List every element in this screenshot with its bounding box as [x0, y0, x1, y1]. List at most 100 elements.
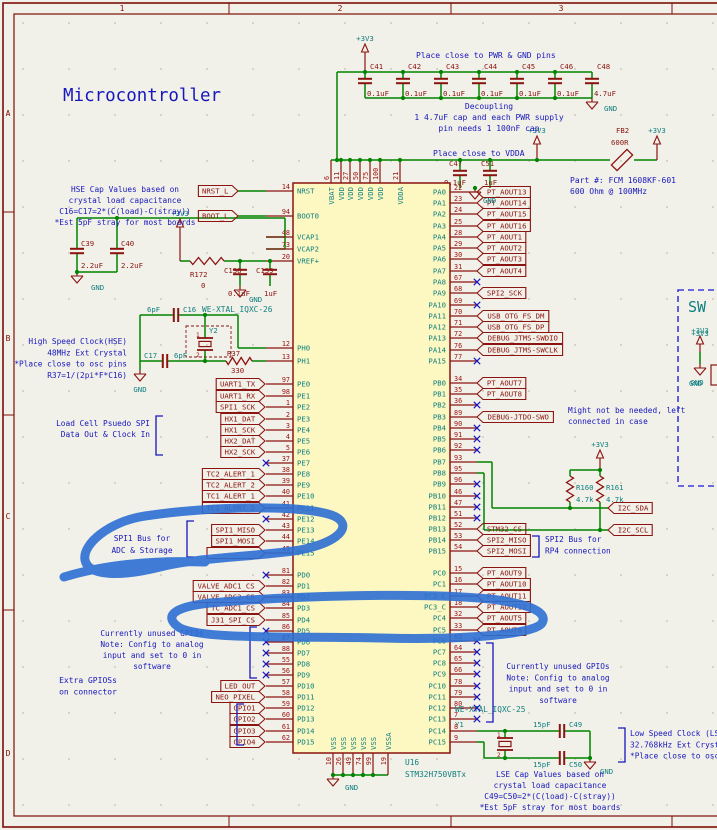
hier-label-PT_AOUT2[interactable]: PT_AOUT2 [476, 241, 527, 255]
ic-body-U16[interactable] [292, 182, 451, 754]
hier-label-HX1_DAT[interactable]: HX1_DAT [220, 412, 266, 426]
hier-label-PT_AOUT10[interactable]: PT_AOUT10 [476, 577, 531, 591]
hier-label-USB_OTG_FS_DM[interactable]: USB_OTG_FS_DM [476, 309, 550, 323]
hier-label-SPI1_MOSI[interactable]: SPI1_MOSI [211, 534, 266, 548]
power-symbols-layer[interactable]: +3V3+3V3+3V3+3V3+3V3+3V3GNDGNDGNDGNDGNDG… [70, 34, 709, 792]
sw-sheet-layer[interactable]: SW [677, 289, 717, 487]
hier-label-DEBUG-JTDO-SWO[interactable]: DEBUG-JTDO-SWO [476, 410, 554, 424]
sheet-sw-outline[interactable] [677, 289, 717, 487]
power-3v3-symbol[interactable]: +3V3 [171, 209, 189, 261]
power-gnd-symbol[interactable]: GND [133, 370, 147, 394]
hier-label-I2C_SCL[interactable]: I2C_SCL [607, 523, 653, 537]
hier-label-GPIO3[interactable]: GPIO3 [229, 724, 266, 738]
power-gnd-symbol[interactable]: GND [233, 286, 262, 304]
hier-label-J31_SPI_CS[interactable]: J31_SPI_CS [206, 613, 266, 627]
hier-label-NRST_L[interactable]: NRST_L [197, 184, 239, 198]
power-gnd-symbol[interactable]: GND [585, 98, 617, 113]
hier-label-PT_AOUT1[interactable]: PT_AOUT1 [476, 230, 527, 244]
hier-label-SPI2_MOSI[interactable]: SPI2_MOSI [476, 544, 531, 558]
hier-label-PT_AOUT7[interactable]: PT_AOUT7 [476, 376, 527, 390]
hier-label-LED_OUT[interactable]: LED_OUT [220, 679, 266, 693]
hier-label-PT_AOUT14[interactable]: PT_AOUT14 [476, 196, 531, 210]
power-3v3-symbol[interactable]: +3V3 [648, 126, 666, 160]
hier-label-UART1_RX[interactable]: UART1_RX [215, 389, 266, 403]
hier-label-NEO_PIXEL[interactable]: NEO_PIXEL [211, 690, 266, 704]
hier-label-UART1_TX[interactable]: UART1_TX [215, 377, 266, 391]
components-layer[interactable]: C410.1uFC420.1uFC430.1uFC440.1uFC450.1uF… [70, 62, 634, 769]
hier-label-HX2_DAT[interactable]: HX2_DAT [220, 434, 266, 448]
power-3v3-symbol[interactable]: +3V3 [691, 326, 709, 352]
hier-label-PT_AOUT5[interactable]: PT_AOUT5 [476, 611, 527, 625]
hier-label-VALVE_ADC1_CS[interactable]: VALVE_ADC1_CS [192, 579, 266, 593]
